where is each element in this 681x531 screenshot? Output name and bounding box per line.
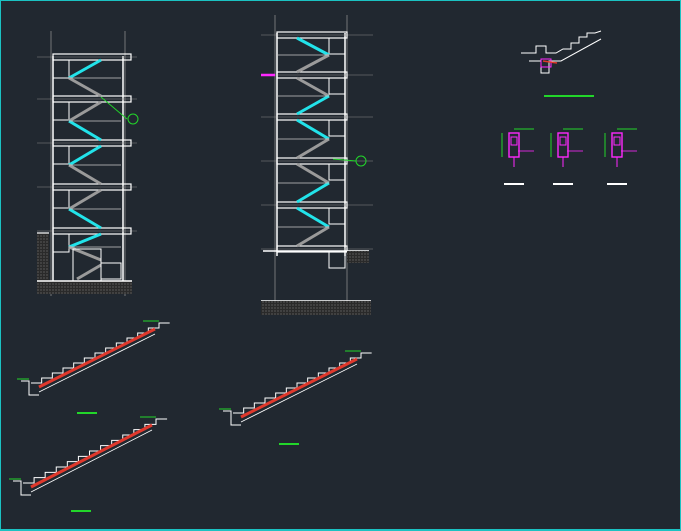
stair-run: [68, 58, 102, 80]
stair-section-b[interactable]: [261, 15, 373, 315]
stair-run: [68, 100, 102, 123]
landing-beam: [52, 101, 70, 121]
floor-slab: [276, 31, 348, 39]
floor-slab: [52, 183, 132, 191]
landing-beam: [328, 37, 346, 55]
stair-section-a[interactable]: [37, 31, 139, 296]
landing-beam: [52, 233, 70, 253]
stair-run: [68, 163, 102, 186]
stair-run: [68, 76, 102, 98]
landing-beam: [328, 207, 346, 225]
landing-beam: [52, 189, 70, 209]
stair-run: [296, 118, 330, 141]
bottom-support: [13, 480, 31, 496]
landing-beam: [328, 77, 346, 95]
stair-flights[interactable]: [9, 320, 372, 512]
bottom-support: [223, 410, 241, 426]
slab-soffit: [30, 429, 153, 493]
floor-slab: [52, 53, 132, 61]
stair-run: [68, 207, 102, 230]
floor-slab: [276, 157, 348, 165]
detail-rebar: [540, 58, 552, 68]
floor-slab: [276, 113, 348, 121]
stair-slab: [240, 357, 358, 419]
detail-red-mark: [542, 60, 558, 64]
stair-run: [296, 53, 330, 74]
landing-beam: [52, 59, 70, 79]
detail-outline: [521, 30, 602, 54]
ground-hatch: [347, 251, 369, 263]
callout-leader: [332, 158, 357, 162]
ground-hatch: [261, 301, 371, 315]
stair-run: [296, 137, 330, 160]
rebar-details[interactable]: [501, 128, 637, 185]
stair-run: [76, 263, 102, 281]
stair-run: [68, 188, 102, 211]
stair-run: [68, 119, 102, 142]
stair-run: [296, 94, 330, 116]
detail-outline: [529, 38, 602, 74]
floor-slab: [52, 95, 132, 103]
landing-beam: [52, 145, 70, 165]
step-block: [100, 262, 122, 280]
floor-slab: [276, 201, 348, 209]
rebar-stirrup: [510, 136, 518, 146]
stair-run: [296, 206, 330, 229]
floor-slab: [276, 71, 348, 79]
floor-slab: [52, 227, 132, 235]
callout-bubble: [355, 155, 367, 167]
slab-soffit: [38, 333, 156, 393]
ground-hatch: [37, 233, 49, 281]
rebar-stirrup: [559, 136, 567, 146]
stair-run: [68, 232, 102, 249]
rebar-stirrup: [613, 136, 621, 146]
landing-beam: [328, 251, 346, 269]
stair-run: [296, 76, 330, 98]
stair-run: [296, 162, 330, 185]
callout-leader: [100, 96, 128, 120]
floor-slab: [52, 139, 132, 147]
landing-beam: [328, 119, 346, 137]
slab-soffit: [240, 363, 358, 423]
ground-hatch: [37, 281, 132, 294]
stair-run: [296, 36, 330, 57]
floor-slab: [276, 245, 348, 253]
stair-slab: [30, 423, 153, 489]
step-detail[interactable]: [521, 30, 602, 97]
stair-run: [296, 225, 330, 248]
landing-beam: [328, 163, 346, 181]
callout-bubble: [127, 113, 139, 125]
stair-run: [296, 181, 330, 204]
stair-run: [68, 144, 102, 167]
stair-slab: [38, 327, 156, 389]
bottom-support: [21, 380, 39, 396]
